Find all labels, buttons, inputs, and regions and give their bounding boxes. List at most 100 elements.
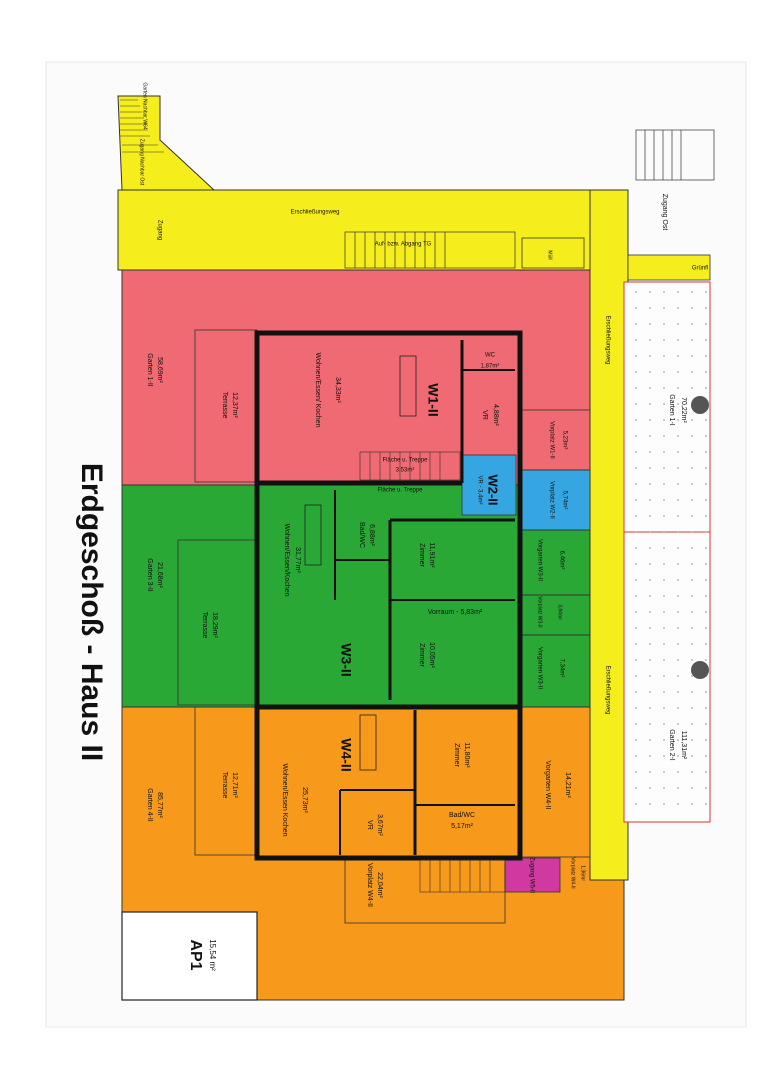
label-w4: W4-II (338, 738, 354, 771)
label-stiege-w2: Fläche u. Treppe (377, 488, 423, 494)
garden-dot (635, 547, 637, 549)
garden-dot (649, 435, 651, 437)
garden-dot (691, 355, 693, 357)
garden-dot (691, 675, 693, 677)
garden-dot (635, 483, 637, 485)
garden-dot (635, 387, 637, 389)
garden-dot (663, 323, 665, 325)
hatch-pattern (120, 99, 164, 153)
label-vorplatz-w4b: Vorplatz W4-II (570, 857, 576, 888)
garden-dot (691, 547, 693, 549)
garden-dot (663, 483, 665, 485)
garden-dot (677, 643, 679, 645)
garden-dot (677, 563, 679, 565)
garden-dot (635, 739, 637, 741)
garden-dot (663, 547, 665, 549)
label-garten-1-ii-area: 58,69m² (156, 357, 163, 383)
label-bad-w4: Bad/WC (449, 812, 475, 819)
garden-dot (649, 627, 651, 629)
garden-dot (691, 467, 693, 469)
garden-dot (649, 323, 651, 325)
garden-dot (705, 787, 707, 789)
garden-dot (649, 787, 651, 789)
garden-dot (677, 739, 679, 741)
garden-dot (649, 771, 651, 773)
garden-dot (649, 403, 651, 405)
neighbor-stairs (635, 129, 715, 181)
garden-dot (663, 531, 665, 533)
label-garten-1-i-area: 70,22m² (680, 397, 687, 423)
garden-dot (635, 579, 637, 581)
garden-dot (649, 339, 651, 341)
garden-dot (691, 803, 693, 805)
garden-dot (635, 803, 637, 805)
garden-dot (691, 771, 693, 773)
garden-dot (649, 515, 651, 517)
garden-dot (663, 403, 665, 405)
garden-dot (663, 499, 665, 501)
label-vr-w2: VR - 3,4m² (476, 475, 482, 504)
garden-dot (677, 707, 679, 709)
garden-dot (663, 707, 665, 709)
garden-dot (663, 579, 665, 581)
garden-dot (677, 323, 679, 325)
garden-dot (691, 691, 693, 693)
label-vorplatz-w4b-area: 1,36m² (580, 865, 586, 881)
garden-dot (635, 531, 637, 533)
garden-dot (663, 675, 665, 677)
garden-dot (635, 659, 637, 661)
garden-dot (691, 627, 693, 629)
garden-dot (635, 643, 637, 645)
garden-dot (649, 547, 651, 549)
label-terrasse-w3-area: 18,29m² (211, 612, 218, 638)
garden-dot (663, 355, 665, 357)
garden-dot (705, 419, 707, 421)
garden-dot (691, 515, 693, 517)
garden-dot (635, 467, 637, 469)
label-terrasse-w4: Terrasse (221, 772, 228, 799)
label-garten-4-ii-area: 85,77m² (156, 792, 163, 818)
garden-dot (691, 659, 693, 661)
garden-dot (691, 579, 693, 581)
garden-dot (635, 403, 637, 405)
garden-dot (705, 483, 707, 485)
garden-dot (677, 659, 679, 661)
garden-dot (691, 419, 693, 421)
garden-dot (691, 483, 693, 485)
label-w3: W3-II (338, 643, 354, 676)
garden-dot (663, 291, 665, 293)
garden-dot (705, 291, 707, 293)
garden-dot (705, 499, 707, 501)
garden-dot (663, 803, 665, 805)
label-wohnen-w1: Wohnen/Essen/ Kochen (314, 353, 321, 428)
garden-dot (677, 499, 679, 501)
parking-ap1 (121, 911, 258, 1001)
label-muell: Müll (547, 250, 553, 259)
label-vorplatz-w1-area: 5,23m² (561, 431, 567, 450)
garden-dot (677, 483, 679, 485)
garden-dot (705, 387, 707, 389)
garden-dot (635, 339, 637, 341)
garden-dot (649, 691, 651, 693)
label-vorplatz-w3: Vorplatz W3-II (537, 596, 543, 627)
garden-dot (677, 355, 679, 357)
label-garten-3-ii-area: 21,68m² (156, 562, 163, 588)
garden-dot (635, 787, 637, 789)
label-wohnen-w3: Wohnen/Essen/Kochen (283, 523, 290, 596)
garden-dot (635, 691, 637, 693)
label-wohnen-w4-area: 25,73m² (301, 787, 308, 813)
label-bad-w3-area: 6,88m² (368, 524, 375, 546)
garden-dot (691, 323, 693, 325)
garden-dot (649, 307, 651, 309)
label-terrasse-w4-area: 12,71m² (231, 772, 238, 798)
garden-dot (705, 355, 707, 357)
garden-dot (635, 451, 637, 453)
garden-dot (677, 771, 679, 773)
label-zimmer-w4: Zimmer (453, 743, 460, 767)
garden-dot (635, 435, 637, 437)
label-w2: W2-II (486, 474, 501, 505)
garden-dot (649, 611, 651, 613)
garden-dot (663, 451, 665, 453)
garden-dot (635, 611, 637, 613)
